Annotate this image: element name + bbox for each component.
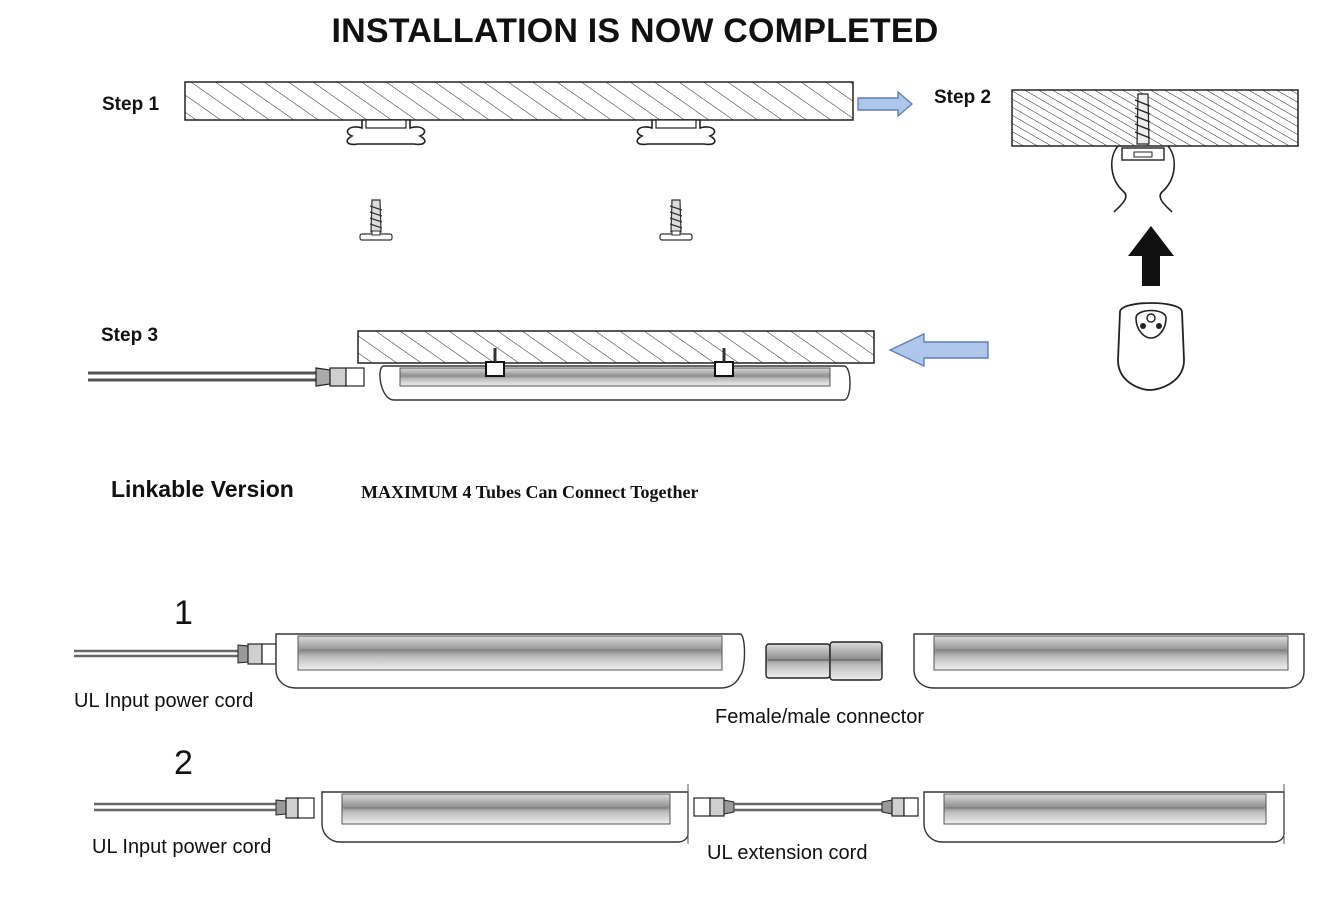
step-2-ceiling xyxy=(1011,89,1299,147)
extension-cord-label: UL extension cord xyxy=(707,842,868,864)
step-2-label: Step 2 xyxy=(934,87,992,108)
end-cap-icon xyxy=(1117,302,1185,391)
step-3-label: Step 3 xyxy=(101,325,159,346)
right-arrow-icon xyxy=(857,90,914,118)
mounting-clip xyxy=(1111,145,1175,213)
step-3-ceiling xyxy=(357,330,875,364)
page-title: INSTALLATION IS NOW COMPLETED xyxy=(331,12,939,50)
mounting-clip-left xyxy=(346,119,426,146)
step-1-ceiling xyxy=(184,81,854,121)
option-2-number: 2 xyxy=(174,744,193,782)
screw-icon xyxy=(659,199,693,241)
led-tube xyxy=(379,348,851,401)
left-arrow-icon xyxy=(888,332,989,368)
led-tube xyxy=(923,784,1285,844)
screw-icon xyxy=(359,199,393,241)
power-cord-plug xyxy=(94,797,315,819)
option-1-power-cord-label: UL Input power cord xyxy=(74,690,254,712)
screw-icon xyxy=(1134,93,1151,145)
power-cord-plug xyxy=(74,643,277,665)
mounting-clip-right xyxy=(636,119,716,146)
connector-label: Female/male connector xyxy=(715,706,924,728)
linkable-version-heading: Linkable Version xyxy=(111,476,294,502)
max-tubes-note: MAXIMUM 4 Tubes Can Connect Together xyxy=(361,482,699,502)
option-2-power-cord-label: UL Input power cord xyxy=(92,836,272,858)
extension-cord xyxy=(693,797,919,817)
up-arrow-icon xyxy=(1128,226,1174,286)
power-cord-plug xyxy=(88,367,365,387)
led-tube xyxy=(913,633,1305,689)
led-tube xyxy=(321,784,689,844)
led-tube xyxy=(275,633,746,689)
female-male-connector xyxy=(765,641,883,681)
option-1-number: 1 xyxy=(174,594,193,632)
step-1-label: Step 1 xyxy=(102,94,160,115)
